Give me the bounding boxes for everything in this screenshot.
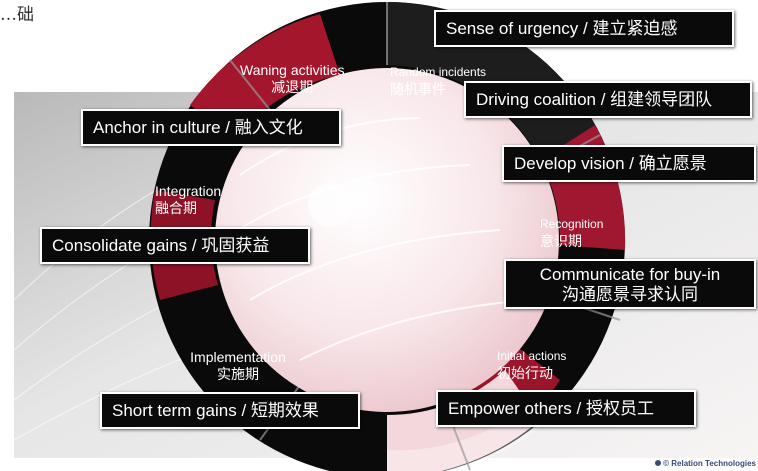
- step-communicate-line2: 沟通愿景寻求认同: [562, 285, 698, 304]
- phase-waning-zh: 减退期: [271, 79, 314, 95]
- phase-recognition-en: Recognition: [540, 217, 604, 231]
- phase-random-incidents: Random incidents 随机事件: [390, 64, 486, 98]
- red-segment-top: [190, 14, 340, 140]
- phase-initial-actions: Initial actions 初始行动: [497, 348, 566, 382]
- slide-title-fragment: …础: [0, 0, 34, 25]
- phase-integration-en: Integration: [155, 183, 222, 199]
- step-sense-of-urgency: Sense of urgency / 建立紧迫感: [434, 10, 734, 47]
- phase-random-en: Random incidents: [390, 65, 487, 79]
- step-develop-vision: Develop vision / 确立愿景: [502, 145, 756, 182]
- phase-implementation-zh: 实施期: [217, 366, 259, 382]
- logo-dot-icon: [655, 460, 662, 466]
- phase-recognition-zh: 意识期: [540, 233, 582, 249]
- phase-initial-zh: 初始行动: [497, 365, 553, 381]
- logo-text: © Relation Technologies: [663, 459, 756, 468]
- phase-initial-en: Initial actions: [497, 349, 567, 363]
- step-communicate: Communicate for buy-in 沟通愿景寻求认同: [504, 259, 756, 309]
- company-logo: © Relation Technologies: [655, 459, 756, 468]
- step-consolidate-gains: Consolidate gains / 巩固获益: [40, 227, 310, 264]
- phase-implementation-en: Implementation: [190, 349, 286, 365]
- phase-integration: Integration 融合期: [155, 183, 221, 217]
- center-circle: [215, 68, 559, 412]
- phase-random-zh: 随机事件: [390, 81, 446, 97]
- step-short-term-gains: Short term gains / 短期效果: [100, 392, 360, 429]
- slide-title-fragment-text: …础: [0, 5, 34, 25]
- step-communicate-line1: Communicate for buy-in: [539, 265, 721, 284]
- phase-waning: Waning activities 减退期: [240, 62, 345, 96]
- phase-recognition: Recognition 意识期: [540, 216, 603, 250]
- phase-implementation: Implementation 实施期: [178, 349, 298, 383]
- phase-waning-en: Waning activities: [240, 62, 345, 78]
- step-driving-coalition: Driving coalition / 组建领导团队: [464, 81, 752, 118]
- step-empower-others: Empower others / 授权员工: [436, 390, 696, 427]
- step-anchor-in-culture: Anchor in culture / 融入文化: [81, 109, 341, 146]
- phase-integration-zh: 融合期: [155, 200, 197, 216]
